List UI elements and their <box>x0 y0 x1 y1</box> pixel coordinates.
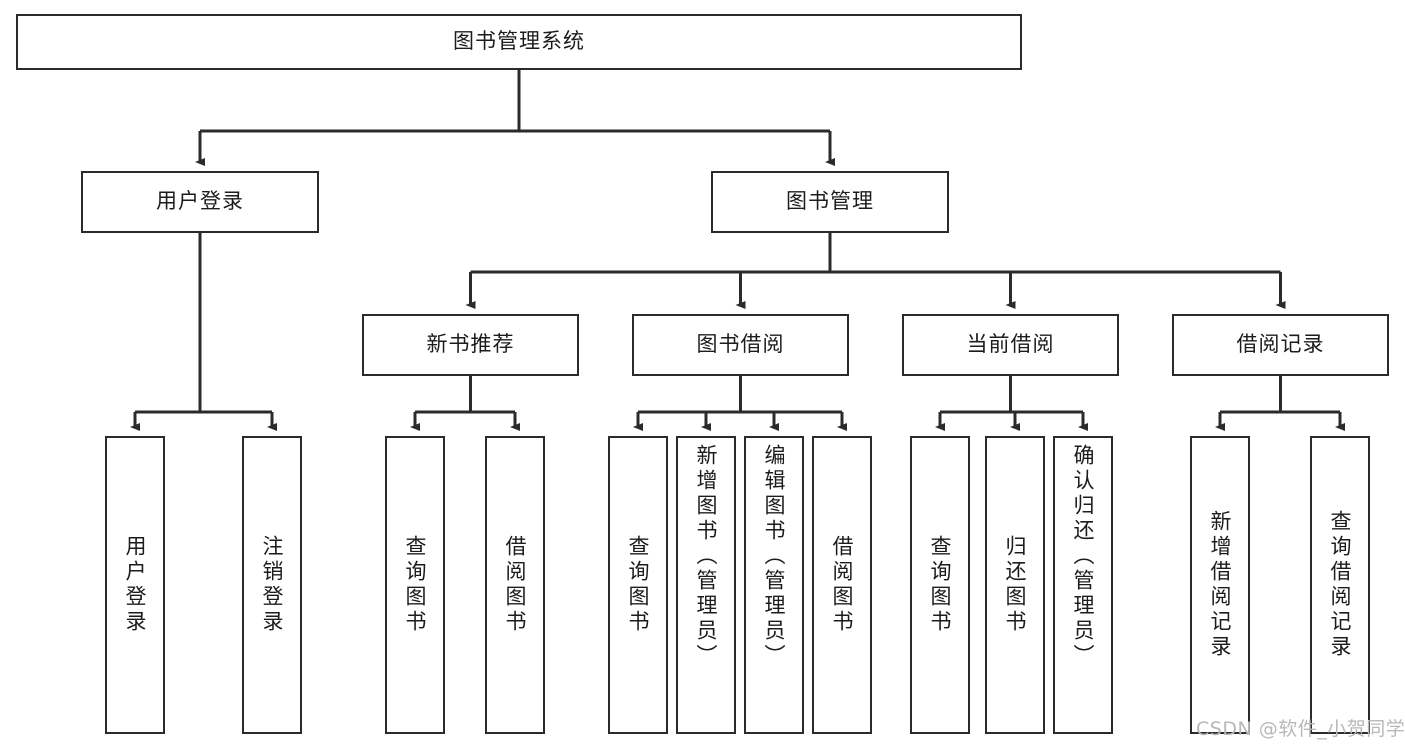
node-current-borrow[interactable]: 当前借阅 <box>902 314 1119 376</box>
node-leaf-add-record[interactable]: 新增借阅记录 <box>1190 436 1250 734</box>
node-label: 用户登录 <box>156 189 244 214</box>
node-book-manage[interactable]: 图书管理 <box>711 171 949 233</box>
node-leaf-query-book-3[interactable]: 查询图书 <box>910 436 970 734</box>
node-label: 图书管理系统 <box>453 29 585 54</box>
node-label: 查询图书 <box>403 535 428 635</box>
node-label: 新书推荐 <box>426 332 515 357</box>
node-label: 用户登录 <box>123 535 148 635</box>
node-leaf-edit-book[interactable]: 编辑图书（管理员） <box>744 436 804 734</box>
node-label: 图书管理 <box>786 189 874 214</box>
node-label: 查询图书 <box>626 535 651 635</box>
node-leaf-return-book[interactable]: 归还图书 <box>985 436 1045 734</box>
node-label: 新增借阅记录 <box>1208 510 1233 660</box>
node-leaf-query-record[interactable]: 查询借阅记录 <box>1310 436 1370 734</box>
node-root[interactable]: 图书管理系统 <box>16 14 1022 70</box>
node-leaf-logout[interactable]: 注销登录 <box>242 436 302 734</box>
node-leaf-query-book-2[interactable]: 查询图书 <box>608 436 668 734</box>
node-new-book-recommend[interactable]: 新书推荐 <box>362 314 579 376</box>
node-leaf-add-book[interactable]: 新增图书（管理员） <box>676 436 736 734</box>
edge-group <box>130 70 1345 431</box>
node-leaf-query-book-1[interactable]: 查询图书 <box>385 436 445 734</box>
node-label: 查询借阅记录 <box>1328 510 1353 660</box>
node-book-borrow[interactable]: 图书借阅 <box>632 314 849 376</box>
node-leaf-borrow-book-2[interactable]: 借阅图书 <box>812 436 872 734</box>
node-label: 注销登录 <box>260 535 285 635</box>
node-label: 借阅图书 <box>830 535 855 635</box>
node-label: 编辑图书（管理员） <box>762 444 787 669</box>
node-label: 借阅记录 <box>1236 332 1325 357</box>
node-label: 借阅图书 <box>503 535 528 635</box>
node-leaf-borrow-book-1[interactable]: 借阅图书 <box>485 436 545 734</box>
node-leaf-user-login[interactable]: 用户登录 <box>105 436 165 734</box>
node-leaf-confirm-return[interactable]: 确认归还（管理员） <box>1053 436 1113 734</box>
node-label: 图书借阅 <box>696 332 785 357</box>
node-label: 当前借阅 <box>966 332 1055 357</box>
node-borrow-record[interactable]: 借阅记录 <box>1172 314 1389 376</box>
node-label: 新增图书（管理员） <box>694 444 719 669</box>
node-label: 确认归还（管理员） <box>1071 444 1096 669</box>
node-user-login[interactable]: 用户登录 <box>81 171 319 233</box>
node-label: 归还图书 <box>1003 535 1028 635</box>
node-label: 查询图书 <box>928 535 953 635</box>
